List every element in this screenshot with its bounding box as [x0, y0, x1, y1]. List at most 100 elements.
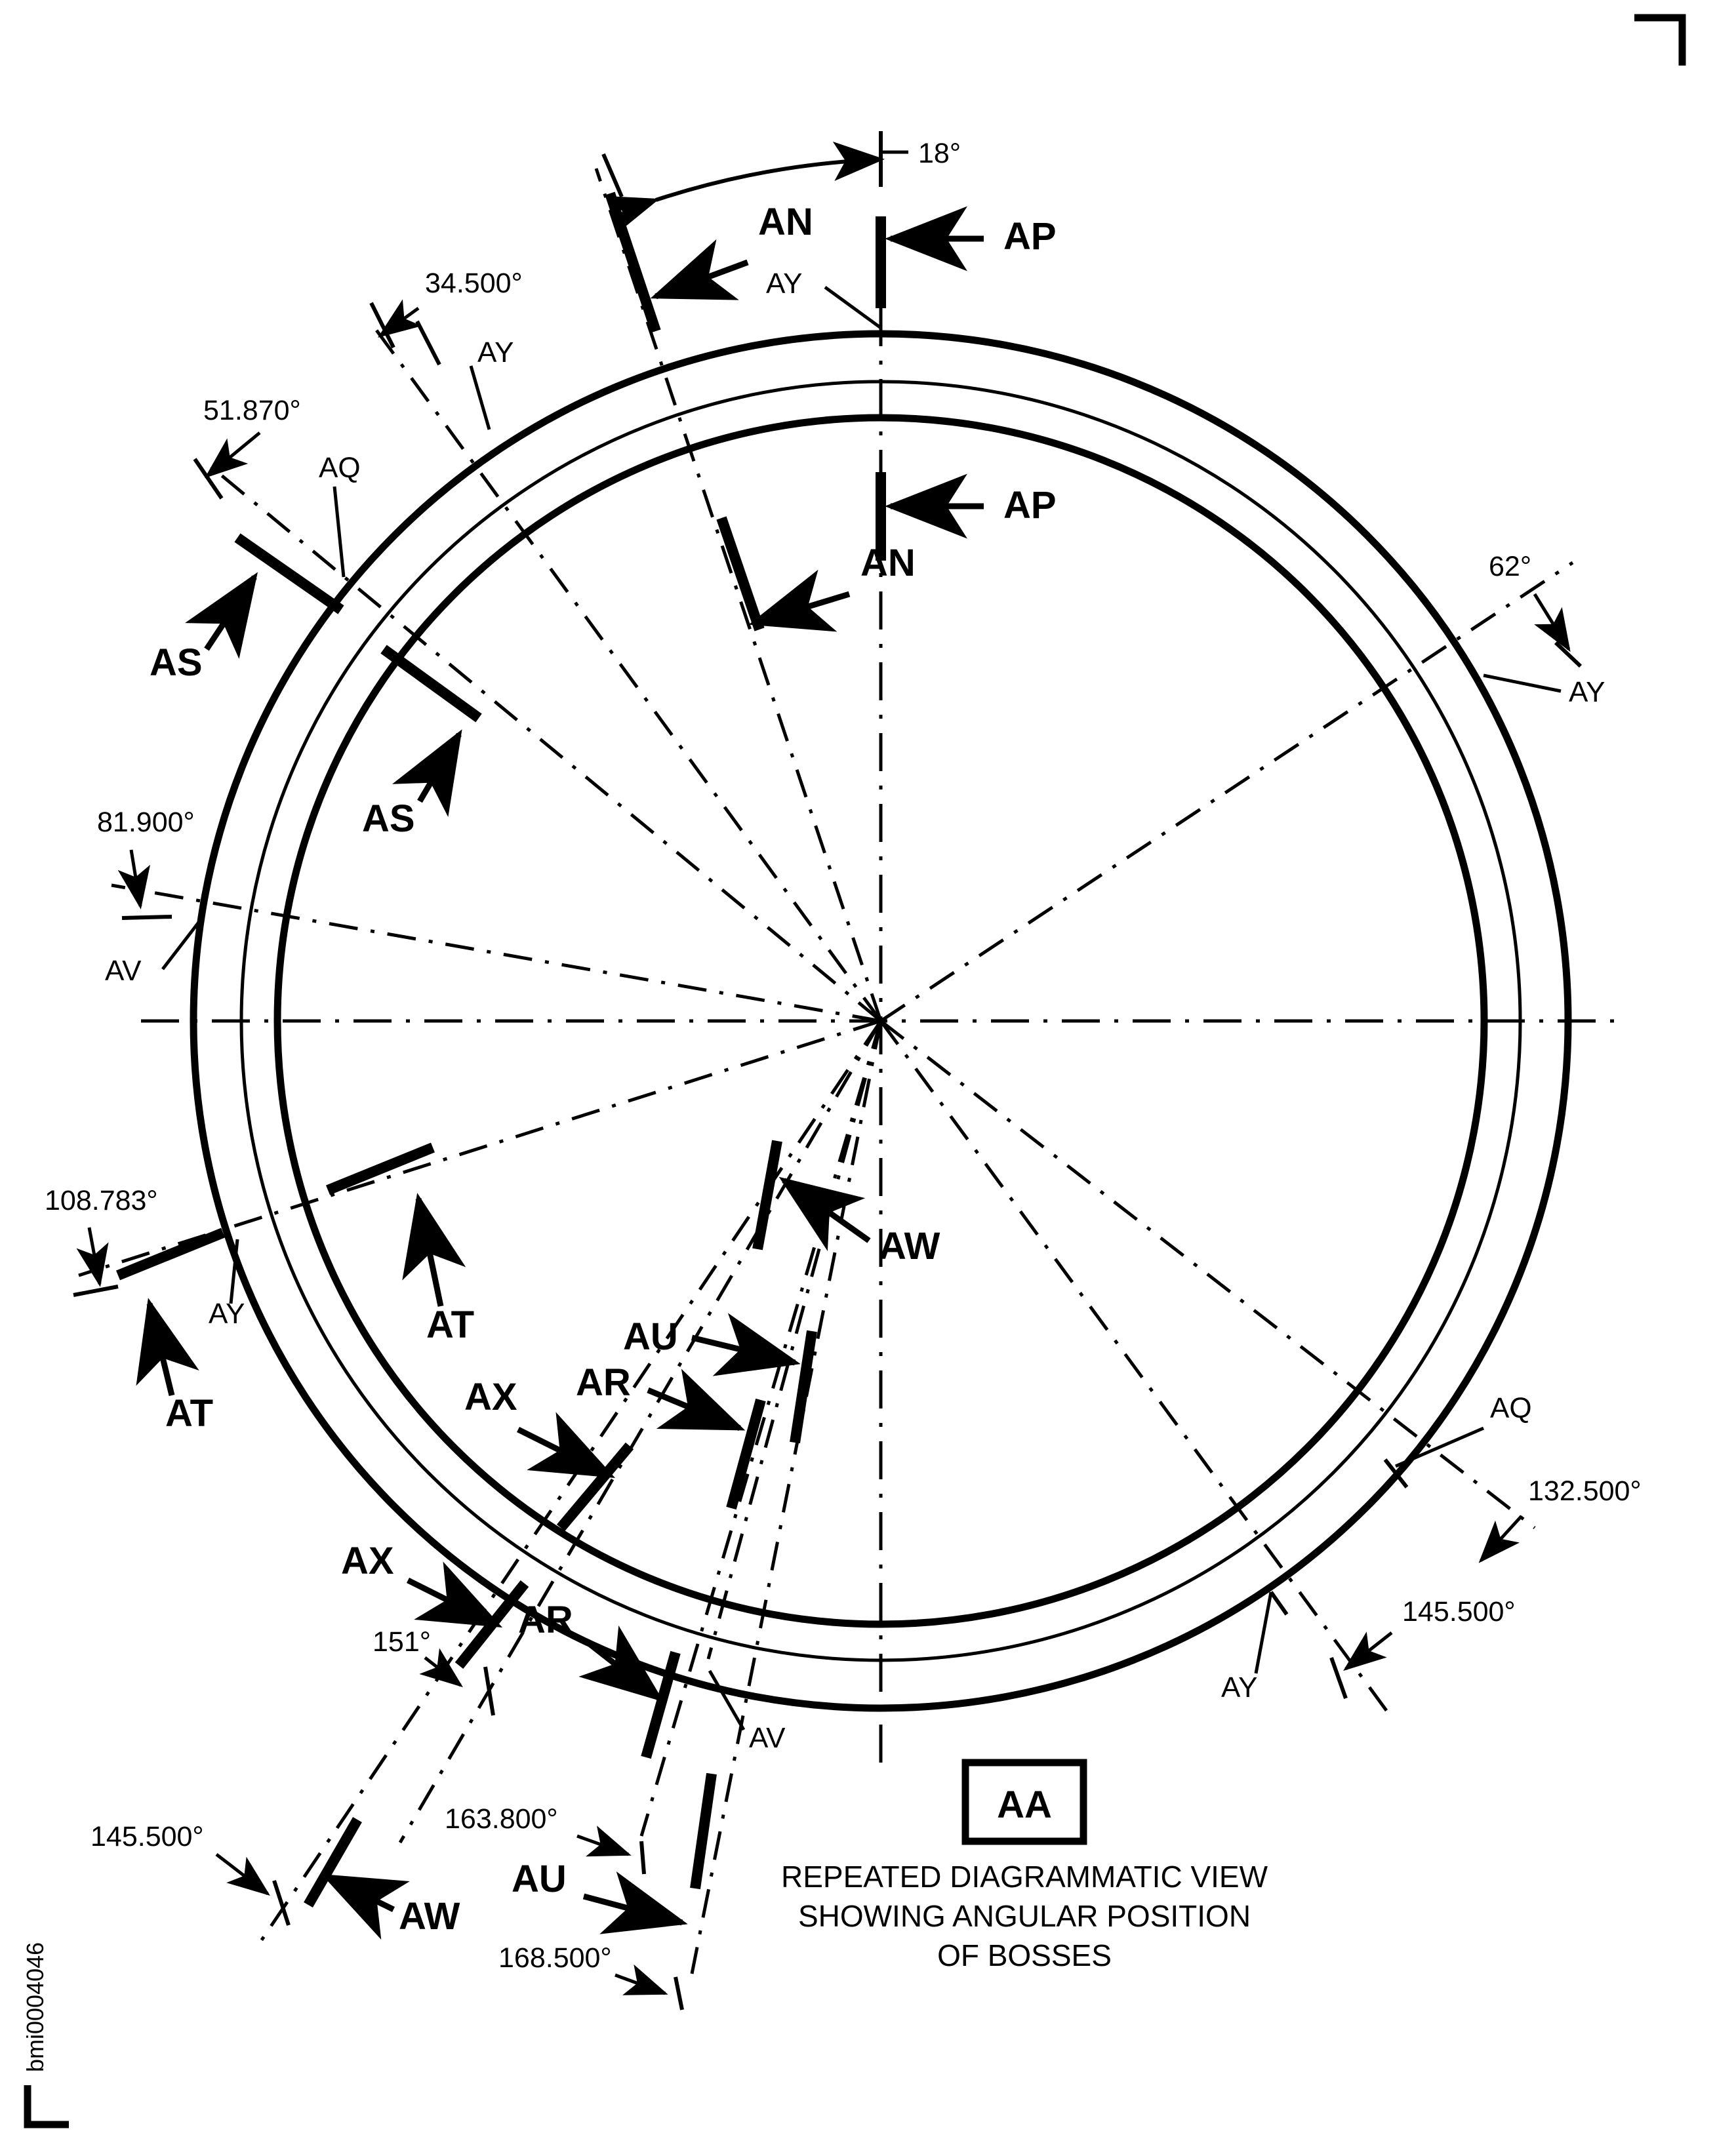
leader-81-9: [117, 849, 151, 909]
construction-line-51-87: [210, 466, 882, 1022]
leader-ar-inner: [647, 1368, 746, 1431]
construction-line-132-5: [879, 1020, 1536, 1529]
dimension-145-5-right: 145.500°: [1402, 1596, 1516, 1628]
label-aq-top-left: AQ: [319, 452, 361, 484]
construction-line-145-5-right: [879, 1020, 1389, 1713]
tick-163-8-a: [639, 1841, 646, 1875]
label-av-bottom: AV: [749, 1722, 786, 1754]
label-ar-outer: AR: [518, 1599, 573, 1641]
boss-mark-as-inner: [380, 645, 482, 723]
leader-av-bottom: [708, 1669, 746, 1731]
label-at-inner: AT: [426, 1304, 474, 1346]
view-caption-line-3: OF BOSSES: [937, 1938, 1112, 1972]
view-balloon-label: AA: [997, 1784, 1052, 1826]
tick-145-5-right: [1329, 1656, 1348, 1700]
label-ay-top-left: AY: [477, 336, 514, 369]
boss-mark-aw-outer: [304, 1817, 362, 1907]
tick-18-ext: [601, 153, 624, 198]
tick-62-a: [1554, 641, 1583, 668]
dimension-62: 62°: [1489, 551, 1531, 582]
leader-151: [419, 1648, 463, 1688]
label-ar-inner: AR: [576, 1361, 631, 1404]
boss-mark-an-inner: [716, 516, 765, 631]
boss-mark-ar-inner: [726, 1398, 766, 1510]
dimension-145-5-left: 145.500°: [91, 1821, 204, 1852]
ring-outer: [190, 330, 1572, 1712]
ring-inner: [273, 414, 1488, 1628]
dimension-18: 18°: [918, 138, 961, 169]
label-au-inner: AU: [623, 1315, 678, 1358]
dimension-51-87: 51.870°: [203, 395, 301, 426]
label-as-inner: AS: [362, 797, 415, 840]
boss-mark-an-outer: [605, 191, 661, 333]
construction-line-aw-inner: [706, 1020, 883, 1660]
construction-line-81-9: [111, 883, 881, 1023]
leader-aq-top-left: [333, 486, 346, 578]
view-balloon-box: [961, 1759, 1087, 1845]
label-ay-top: AY: [766, 268, 802, 300]
leader-145-5-right: [1343, 1631, 1393, 1671]
tick-34-5-b: [415, 320, 441, 366]
construction-line-62: [879, 561, 1574, 1023]
label-au-outer: AU: [512, 1858, 567, 1900]
tick-151-a: [483, 1666, 495, 1716]
leader-163-8: [576, 1826, 632, 1857]
tick-81-9-a: [121, 915, 172, 920]
arc-dimension-18: [605, 141, 885, 233]
leader-62: [1533, 593, 1571, 652]
label-aq-right: AQ: [1490, 1392, 1532, 1424]
tick-ay-bottom-right: [1269, 1591, 1289, 1616]
dimension-108-783: 108.783°: [45, 1185, 158, 1216]
tick-108-783-a: [73, 1285, 119, 1297]
leader-ay-bottom-left: [229, 1239, 239, 1304]
ring-middle: [239, 380, 1522, 1662]
boss-mark-at-inner: [325, 1142, 435, 1195]
label-aw-inner: AW: [879, 1225, 940, 1268]
boss-mark-as-outer: [234, 533, 344, 614]
tick-51-87-a: [193, 458, 224, 500]
tick-34-5-a: [369, 302, 395, 349]
leader-at-outer: [136, 1298, 199, 1397]
boss-mark-ax-inner: [556, 1442, 634, 1532]
leader-ay-bottom-right: [1254, 1591, 1273, 1674]
label-ax-outer: AX: [341, 1540, 394, 1582]
leader-au-inner: [691, 1313, 801, 1376]
leader-ax-inner: [516, 1412, 616, 1479]
tick-aq-right: [1383, 1458, 1409, 1488]
dimension-163-8: 163.800°: [445, 1803, 558, 1835]
leader-as-inner: [392, 729, 462, 817]
boss-mark-au-inner: [790, 1330, 817, 1444]
leader-an-inner: [748, 569, 851, 632]
construction-line-151: [398, 1020, 883, 1844]
leader-168-5: [615, 1964, 668, 1995]
leader-145-5-left: [215, 1853, 270, 1896]
leader-aq-right: [1395, 1426, 1484, 1468]
leader-aw-outer: [321, 1873, 410, 1940]
dimension-151: 151°: [373, 1626, 431, 1658]
leader-ar-outer: [578, 1625, 664, 1702]
dimension-34-5: 34.500°: [425, 268, 523, 299]
leader-ay-top: [824, 285, 882, 330]
label-ay-bottom-right: AY: [1221, 1671, 1257, 1704]
tick-145-5-left-a: [272, 1880, 291, 1926]
leader-132-5: [1478, 1515, 1523, 1563]
construction-line-163-8: [639, 1020, 883, 1837]
boss-mark-au-outer: [690, 1772, 717, 1890]
view-caption-line-1: REPEATED DIAGRAMMATIC VIEW: [781, 1860, 1268, 1894]
label-an-inner: AN: [860, 542, 916, 584]
label-an-outer: AN: [758, 201, 813, 243]
label-as-outer: AS: [150, 641, 203, 684]
dimension-81-9: 81.900°: [97, 807, 195, 838]
label-aw-outer: AW: [399, 1895, 460, 1938]
construction-line-108-783: [78, 1019, 881, 1277]
leader-au-outer: [582, 1871, 688, 1934]
boss-mark-aw-inner: [752, 1140, 782, 1250]
leader-av-left: [161, 917, 203, 970]
label-ay-bottom-left: AY: [209, 1298, 245, 1330]
construction-line-145-5-left: [259, 1020, 883, 1942]
boss-mark-at-outer: [115, 1228, 226, 1281]
document-id: bmi0004046: [22, 1942, 49, 2072]
label-ay-right: AY: [1569, 676, 1605, 708]
